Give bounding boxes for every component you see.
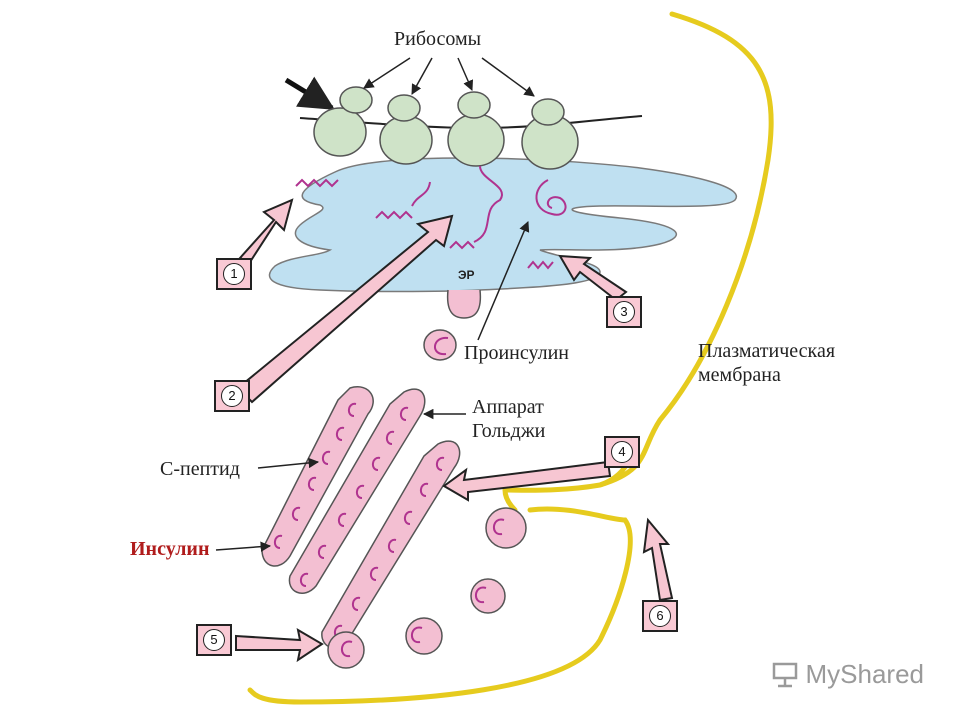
watermark: MyShared bbox=[770, 659, 925, 690]
arrow-1 bbox=[238, 198, 294, 264]
ribosome-label-arrows bbox=[363, 57, 535, 97]
step-6-number: 6 bbox=[649, 605, 671, 627]
plasma-membrane-label-2: мембрана bbox=[698, 364, 781, 386]
c-peptide-label: С-пептид bbox=[160, 458, 240, 480]
step-6-box: 6 bbox=[642, 600, 678, 632]
watermark-text: MyShared bbox=[805, 659, 925, 689]
arrow-3 bbox=[558, 254, 628, 302]
ribosomes bbox=[313, 86, 579, 170]
er-label: ЭР bbox=[458, 268, 475, 282]
proinsulin-pointer bbox=[477, 221, 530, 341]
plasma-membrane-label-1: Плазматическая bbox=[698, 340, 836, 362]
golgi-label-1: Аппарат bbox=[472, 396, 544, 418]
insulin-label: Инсулин bbox=[130, 538, 210, 560]
nascent-peptides bbox=[295, 165, 567, 270]
step-2-box: 2 bbox=[214, 380, 250, 412]
step-4-number: 4 bbox=[611, 441, 633, 463]
step-1-number: 1 bbox=[223, 263, 245, 285]
arrow-5 bbox=[235, 628, 324, 663]
proinsulin-vesicle bbox=[423, 329, 457, 361]
process-arrows bbox=[235, 198, 674, 663]
step-5-number: 5 bbox=[203, 629, 225, 651]
ribosomes-label: Рибосомы bbox=[394, 28, 482, 50]
arrow-2 bbox=[236, 214, 454, 404]
plasma-membrane bbox=[247, 11, 774, 705]
step-3-number: 3 bbox=[613, 301, 635, 323]
insulin-pointer bbox=[215, 541, 272, 552]
golgi-label-2: Гольджи bbox=[472, 420, 546, 442]
step-4-box: 4 bbox=[604, 436, 640, 468]
golgi-contents bbox=[274, 402, 445, 639]
er-cisterna bbox=[268, 157, 738, 293]
granule-contents bbox=[341, 518, 505, 658]
er-bud-vesicle bbox=[446, 289, 482, 319]
arrow-6 bbox=[642, 517, 674, 602]
proinsulin-label: Проинсулин bbox=[464, 342, 569, 364]
signal-arrow bbox=[284, 76, 335, 111]
step-5-box: 5 bbox=[196, 624, 232, 656]
c-peptide-pointer bbox=[257, 457, 320, 469]
step-1-box: 1 bbox=[216, 258, 252, 290]
golgi-cisternae bbox=[261, 386, 461, 649]
arrow-4 bbox=[442, 460, 612, 502]
step-2-number: 2 bbox=[221, 385, 243, 407]
step-3-box: 3 bbox=[606, 296, 642, 328]
presentation-icon bbox=[772, 662, 797, 687]
